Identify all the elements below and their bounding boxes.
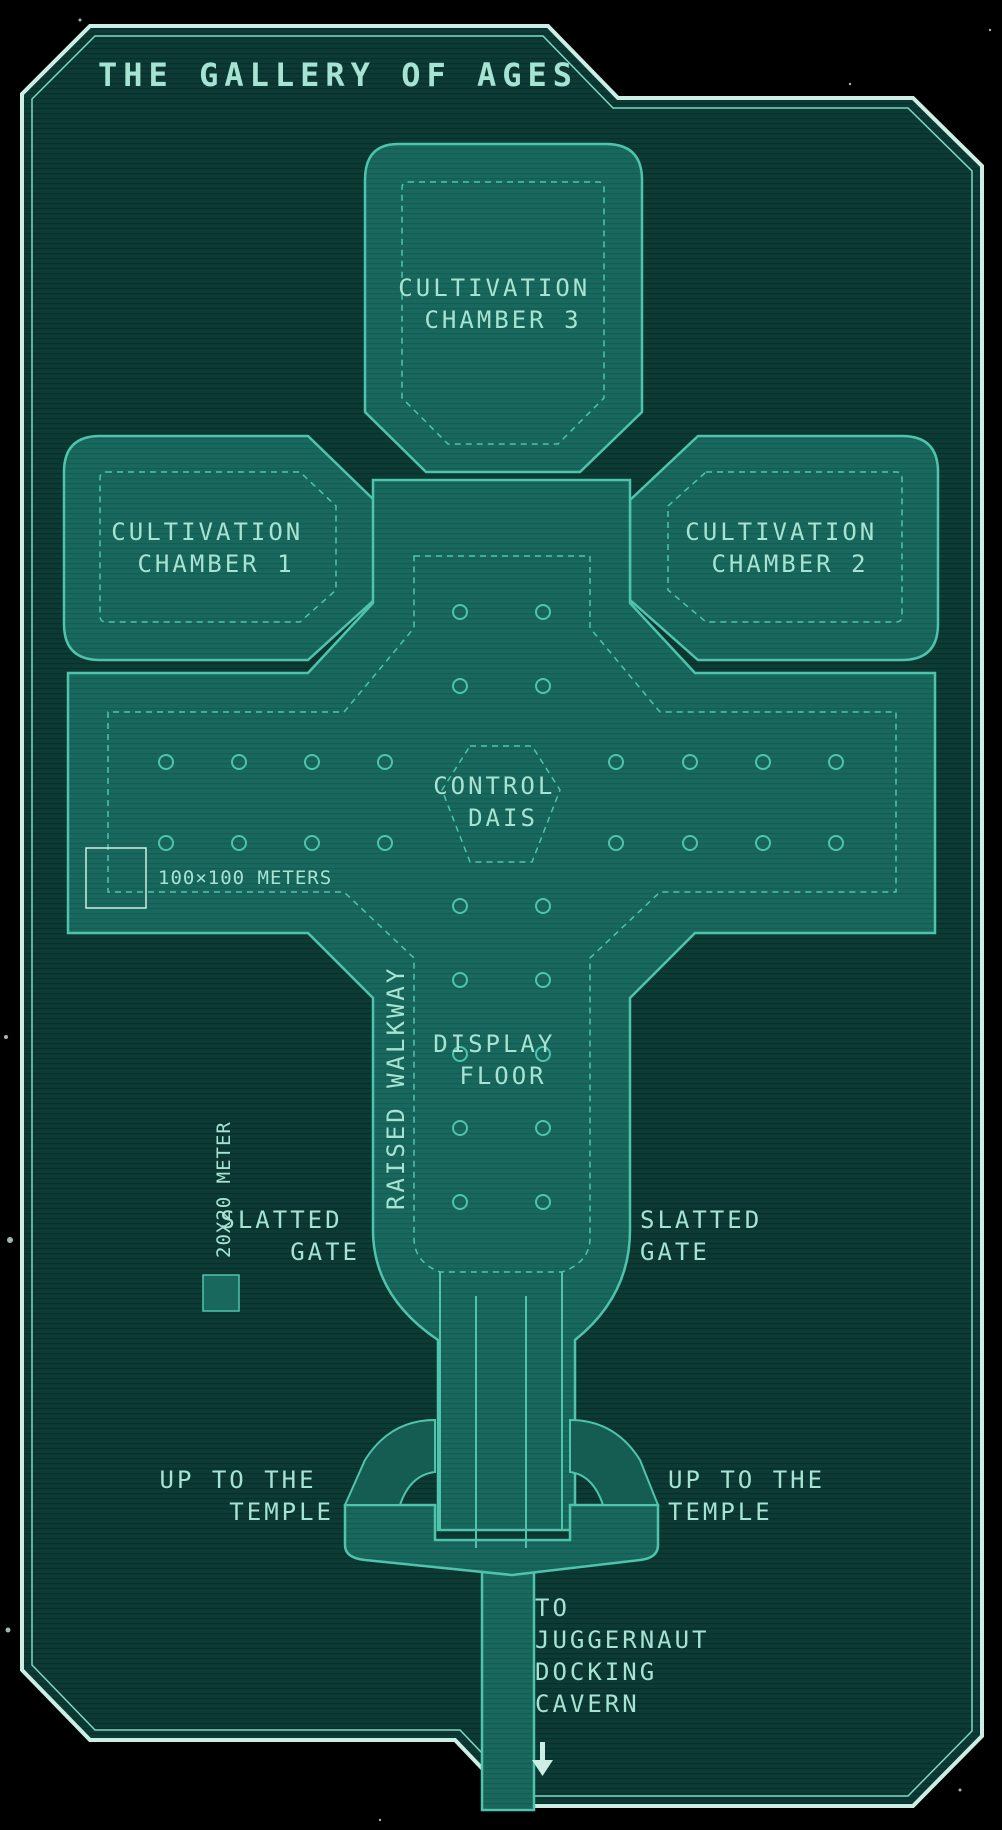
- scale-large-label: 100×100 METERS: [158, 867, 332, 889]
- chamber-2-label: CULTIVATION CHAMBER 2: [685, 518, 894, 578]
- pillar-icon: [452, 972, 468, 988]
- pillar-icon: [304, 754, 320, 770]
- cultivation-chamber-3[interactable]: [363, 142, 644, 474]
- slatted-gate-left-label: SLATTED GATE: [220, 1206, 360, 1266]
- stairs-left-icon[interactable]: [343, 1418, 436, 1506]
- pillar-icon: [535, 972, 551, 988]
- pillar-icon: [535, 678, 551, 694]
- control-dais-label[interactable]: CONTROL DAIS: [433, 772, 573, 832]
- pillar-icon: [608, 754, 624, 770]
- pillar-icon: [535, 1046, 551, 1062]
- pillar-icon: [828, 754, 844, 770]
- scale-box-large-icon: [85, 847, 147, 909]
- pillar-icon: [452, 1194, 468, 1210]
- pillar-icon: [828, 835, 844, 851]
- pillar-icon: [608, 835, 624, 851]
- display-floor-label[interactable]: DISPLAY FLOOR: [433, 1030, 573, 1090]
- temple-left-label: UP TO THE TEMPLE: [160, 1466, 335, 1526]
- pillar-icon: [304, 835, 320, 851]
- pillar-icon: [535, 1120, 551, 1136]
- cultivation-chamber-2[interactable]: [628, 434, 940, 662]
- arrow-down-icon[interactable]: [532, 1742, 553, 1776]
- pillar-icon: [682, 835, 698, 851]
- temple-right-label: UP TO THE TEMPLE: [668, 1466, 843, 1526]
- pillar-icon: [231, 754, 247, 770]
- pillar-icon: [158, 754, 174, 770]
- pillar-icon: [452, 1120, 468, 1136]
- pillar-icon: [755, 754, 771, 770]
- pillar-icon: [231, 835, 247, 851]
- pillar-icon: [452, 604, 468, 620]
- pillar-icon: [452, 678, 468, 694]
- chamber-3-label: CULTIVATION CHAMBER 3: [398, 274, 607, 334]
- docking-cavern-label: TO JUGGERNAUT DOCKING CAVERN: [535, 1594, 727, 1718]
- pillar-icon: [755, 835, 771, 851]
- complex-structure: [62, 142, 940, 1812]
- map-title: THE GALLERY OF AGES: [98, 56, 578, 94]
- walkway-rails: [439, 1272, 563, 1548]
- pillar-icon: [158, 604, 844, 1210]
- slatted-gate-right-label: SLATTED GATE: [640, 1206, 780, 1266]
- cultivation-chamber-1[interactable]: [62, 434, 376, 662]
- raised-walkway-label: RAISED WALKWAY: [382, 966, 410, 1210]
- pillar-icon: [535, 898, 551, 914]
- pillar-icon: [452, 1046, 468, 1062]
- scale-box-small-icon: [202, 1274, 240, 1312]
- pillar-icon: [535, 604, 551, 620]
- stars: [4, 18, 992, 1822]
- pillar-icon: [377, 754, 393, 770]
- pillar-icon: [535, 1194, 551, 1210]
- pillar-icon: [682, 754, 698, 770]
- scale-small-label: 20X20 METER: [213, 1121, 235, 1258]
- pillar-icon: [377, 835, 393, 851]
- pillar-icon: [452, 898, 468, 914]
- stairs-right-icon[interactable]: [569, 1418, 660, 1506]
- docking-corridor[interactable]: [480, 1568, 536, 1812]
- chamber-1-label: CULTIVATION CHAMBER 1: [111, 518, 320, 578]
- pillar-icon: [158, 835, 174, 851]
